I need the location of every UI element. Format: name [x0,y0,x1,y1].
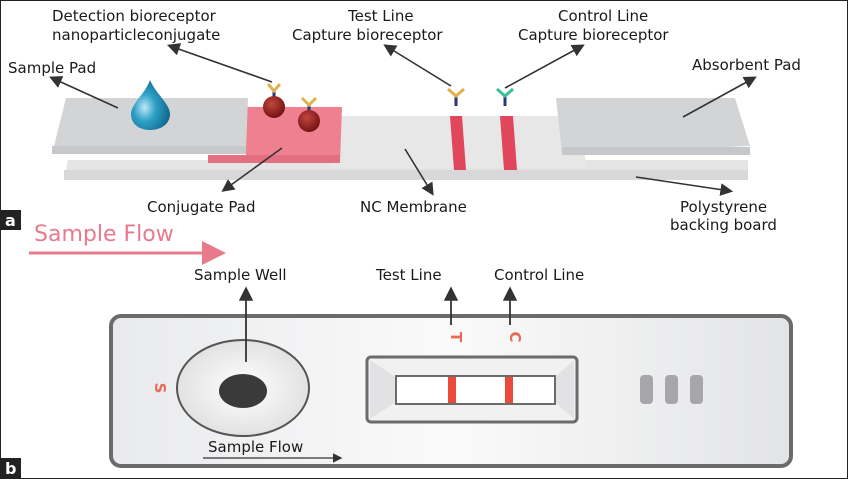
grip-bars-icon [640,375,703,404]
arrow-detection [166,43,273,83]
panel-tag-a: a [5,211,16,230]
panel-tag-b-bg [1,458,21,478]
label-detection-line1: Detection bioreceptor [52,7,217,25]
arrow-control-line [504,44,585,89]
arrow-test-line [383,44,452,87]
label-sample-well: Sample Well [194,266,287,284]
test-mark: T [447,332,465,343]
cassette-control-line [505,377,513,403]
label-detection-line2: nanoparticleconjugate [52,26,220,44]
sample-flow-title: Sample Flow [34,222,174,247]
panel-tag-b: b [5,459,16,478]
control-capture-antibody-icon [496,87,514,106]
panel-b: S T C Sample Well Test Line Control Line… [1,266,793,478]
label-absorbent-pad: Absorbent Pad [692,56,801,74]
sample-mark: S [151,383,169,394]
control-mark: C [506,331,524,342]
label-sample-pad: Sample Pad [8,59,96,77]
label-conjugate-pad: Conjugate Pad [147,198,256,216]
sample-well [176,339,310,437]
nanoparticle-conjugate-icon [263,83,285,118]
result-window [365,355,579,424]
cassette-test-line [448,377,456,403]
arrow-conjugate-pad [221,147,283,192]
arrow-absorbent-pad [682,76,757,118]
panel-a: Detection bioreceptor nanoparticleconjug… [1,7,801,265]
arrow-sample-pad [49,76,119,109]
sample-drop-icon [131,80,170,130]
label-test-line1: Test Line [347,7,414,25]
arrow-nc-membrane [404,148,434,196]
label-backing-line2: backing board [670,216,777,234]
test-line-strip [450,116,466,170]
label-test-line-b: Test Line [375,266,442,284]
label-test-line2: Capture bioreceptor [292,26,443,44]
label-control-line-b: Control Line [494,266,584,284]
label-sample-flow-b: Sample Flow [208,438,303,456]
test-capture-antibody-icon [447,87,465,106]
label-nc-membrane: NC Membrane [360,198,467,216]
label-control-line1: Control Line [558,7,648,25]
arrow-backing-board [635,176,734,196]
label-backing-line1: Polystyrene [680,198,767,216]
label-control-line2: Capture bioreceptor [518,26,669,44]
panel-tag-a-bg [1,210,21,230]
nanoparticle-conjugate-icon [298,96,320,132]
control-line-strip [500,116,517,170]
absorbent-pad [556,98,750,155]
